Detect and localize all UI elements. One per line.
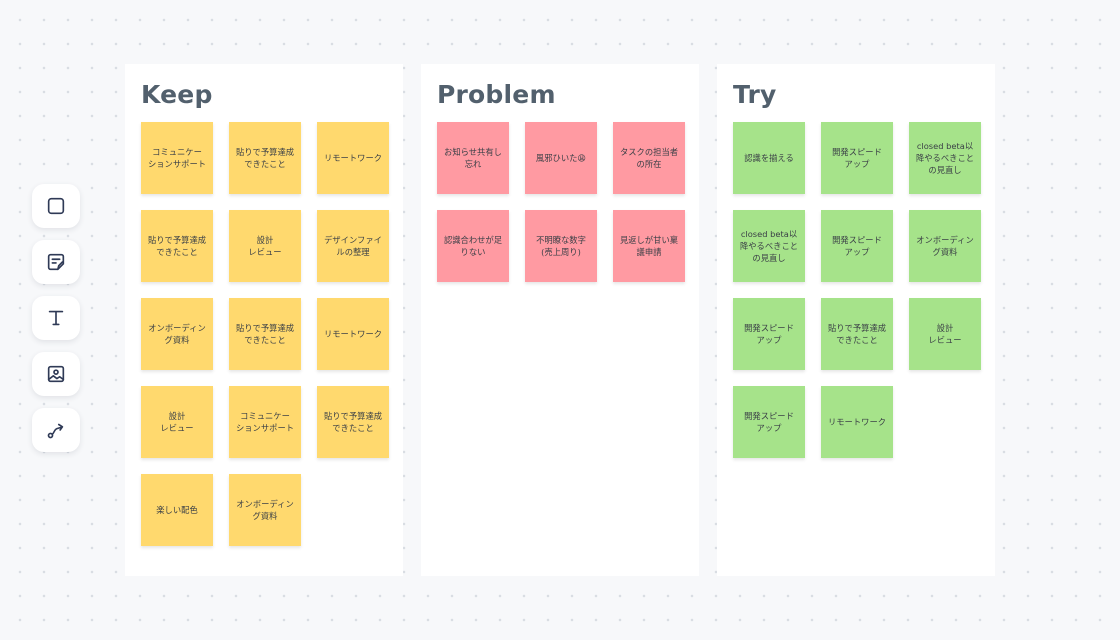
sticky-note[interactable]: 不明瞭な数字 (売上周り) bbox=[525, 210, 597, 282]
sticky-note[interactable]: 設計 レビュー bbox=[909, 298, 981, 370]
sticky-note[interactable]: オンボーディン グ資料 bbox=[909, 210, 981, 282]
sticky-note[interactable]: 設計 レビュー bbox=[141, 386, 213, 458]
keep-board: Keep コミュニケー ションサポート貼りで予算達成 できたことリモートワーク貼… bbox=[125, 64, 403, 576]
sticky-note-icon bbox=[47, 253, 65, 271]
problem-notes-grid: お知らせ共有し 忘れ風邪ひいた😩タスクの担当者 の所在認識合わせが足 りない不明… bbox=[437, 122, 685, 282]
sticky-note[interactable]: 開発スピード アップ bbox=[733, 298, 805, 370]
text-icon bbox=[48, 310, 64, 326]
image-icon bbox=[47, 365, 65, 383]
sticky-note[interactable]: 貼りで予算達成 できたこと bbox=[229, 122, 301, 194]
image-tool-button[interactable] bbox=[32, 352, 80, 396]
sticky-note[interactable]: closed beta以 降やるべきこと の見直し bbox=[733, 210, 805, 282]
connector-tool-button[interactable] bbox=[32, 408, 80, 452]
sticky-note[interactable]: 貼りで予算達成 できたこと bbox=[317, 386, 389, 458]
sticky-note[interactable]: オンボーディン グ資料 bbox=[229, 474, 301, 546]
sticky-note[interactable]: リモートワーク bbox=[317, 122, 389, 194]
keep-notes-grid: コミュニケー ションサポート貼りで予算達成 できたことリモートワーク貼りで予算達… bbox=[141, 122, 389, 546]
sticky-note[interactable]: 風邪ひいた😩 bbox=[525, 122, 597, 194]
sticky-note[interactable]: デザインファイ ルの整理 bbox=[317, 210, 389, 282]
tool-palette bbox=[32, 184, 80, 452]
connector-icon bbox=[47, 423, 64, 439]
sticky-note[interactable]: オンボーディン グ資料 bbox=[141, 298, 213, 370]
sticky-note[interactable]: 貼りで予算達成 できたこと bbox=[229, 298, 301, 370]
sticky-note[interactable]: コミュニケー ションサポート bbox=[141, 122, 213, 194]
text-tool-button[interactable] bbox=[32, 296, 80, 340]
sticky-note[interactable]: 貼りで予算達成 できたこと bbox=[141, 210, 213, 282]
problem-board: Problem お知らせ共有し 忘れ風邪ひいた😩タスクの担当者 の所在認識合わせ… bbox=[421, 64, 699, 576]
sticky-note[interactable]: お知らせ共有し 忘れ bbox=[437, 122, 509, 194]
try-board-title: Try bbox=[733, 80, 777, 109]
sticky-note[interactable]: 開発スピード アップ bbox=[733, 386, 805, 458]
sticky-note[interactable]: コミュニケー ションサポート bbox=[229, 386, 301, 458]
sticky-note[interactable]: 楽しい配色 bbox=[141, 474, 213, 546]
sticky-note[interactable]: 貼りで予算達成 できたこと bbox=[821, 298, 893, 370]
sticky-note[interactable]: リモートワーク bbox=[821, 386, 893, 458]
sticky-note[interactable]: 認識合わせが足 りない bbox=[437, 210, 509, 282]
sticky-note[interactable]: closed beta以 降やるべきこと の見直し bbox=[909, 122, 981, 194]
keep-board-title: Keep bbox=[141, 80, 213, 109]
problem-board-title: Problem bbox=[437, 80, 556, 109]
sticky-note[interactable]: 開発スピード アップ bbox=[821, 210, 893, 282]
sticky-note[interactable]: 見返しが甘い稟 議申請 bbox=[613, 210, 685, 282]
sticky-note[interactable]: 認識を揃える bbox=[733, 122, 805, 194]
sticky-note-tool-button[interactable] bbox=[32, 240, 80, 284]
sticky-note[interactable]: リモートワーク bbox=[317, 298, 389, 370]
sticky-note[interactable]: 設計 レビュー bbox=[229, 210, 301, 282]
sticky-note[interactable]: 開発スピード アップ bbox=[821, 122, 893, 194]
shape-tool-button[interactable] bbox=[32, 184, 80, 228]
square-icon bbox=[47, 197, 65, 215]
sticky-note[interactable]: タスクの担当者 の所在 bbox=[613, 122, 685, 194]
